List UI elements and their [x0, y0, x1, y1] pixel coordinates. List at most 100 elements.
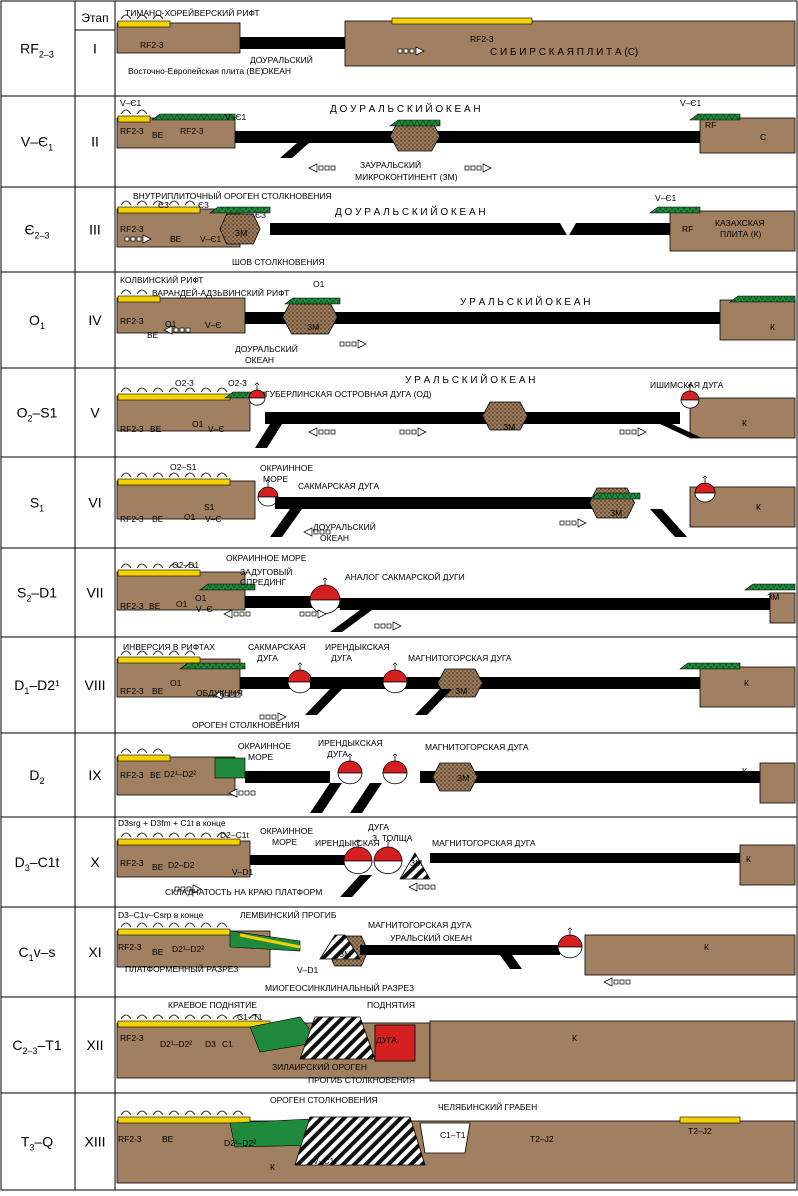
- section-label: O1: [195, 593, 207, 603]
- section-label: КОЛВИНСКИЙ РИФТ: [120, 274, 204, 285]
- age-label: O1: [29, 312, 45, 331]
- section-label: ДУГА: [257, 653, 278, 663]
- section-panel: КРАЕВОЕ ПОДНЯТИЕC1–T1ПОДНЯТИЯRF2-3D2¹–D2…: [117, 1000, 795, 1085]
- rift-arc: [217, 1111, 227, 1115]
- oceanic-crust: [270, 223, 670, 235]
- motion-arrow-tail: [319, 166, 323, 170]
- motion-arrow-head: [309, 428, 317, 436]
- arc-root: [288, 682, 312, 693]
- arc-root: [383, 773, 407, 784]
- rift-arc: [137, 290, 147, 294]
- section-label: ОКРАИННОЕ: [260, 463, 313, 473]
- section-label: ЗМ: [339, 949, 351, 959]
- stage-number: VII: [86, 585, 103, 601]
- section-panel: D3srg + D3fm + C1t в концеD2–C1tОКРАИННО…: [117, 818, 795, 897]
- sediment-layer: [118, 479, 230, 485]
- section-label: V–Є1: [655, 193, 677, 203]
- rift-arc: [201, 473, 211, 477]
- section-label: ДОУРАЛЬСКИЙ: [235, 343, 298, 354]
- rift-arc: [153, 564, 163, 568]
- section-label: Д О У Р А Л Ь С К И Й О К Е А Н: [335, 205, 486, 218]
- section-label: V–D1: [232, 867, 254, 877]
- section-label: ЗМ: [235, 228, 247, 238]
- section-label: ВАРАНДЕЙ-АДЗЬВИНСКИЙ РИФТ: [152, 287, 289, 298]
- section-label: RF2-3: [120, 686, 144, 696]
- oceanic-crust: [360, 945, 560, 955]
- section-panel: ОРОГЕН СТОЛКНОВЕНИЯЧЕЛЯБИНСКИЙ ГРАБЕНT2–…: [117, 1095, 795, 1183]
- oceanic-crust: [310, 677, 455, 689]
- section-panel: O2–D1ОКРАИННОЕ МОРЕЗАДУГОВЫЙСПРЕДИНГАНАЛ…: [117, 553, 795, 632]
- rift-arc: [169, 473, 179, 477]
- section-label: ЗМ: [503, 422, 515, 432]
- age-label: RF2–3: [20, 41, 54, 60]
- section-label: V–Є: [205, 514, 222, 524]
- motion-arrow-tail: [260, 715, 264, 719]
- motion-arrow-tail: [431, 885, 435, 889]
- oceanic-crust: [245, 771, 330, 783]
- section-panel: ТИМАНО-ХОРЕЙВЕРСКИЙ РИФТRF2-3Восточно-Ев…: [117, 7, 795, 76]
- section-label: МОРЕ: [248, 752, 273, 762]
- section-label: ДУГА: [368, 822, 389, 832]
- cross-sections: ТИМАНО-ХОРЕЙВЕРСКИЙ РИФТRF2-3Восточно-Ев…: [117, 7, 795, 1183]
- rift-arc: [185, 923, 195, 927]
- continental-crust: [430, 1021, 795, 1081]
- section-label: O2–S1: [170, 462, 197, 472]
- section-label: ПЛИТА (К): [720, 229, 762, 239]
- arc-root: [383, 682, 407, 693]
- motion-arrow-tail: [387, 624, 391, 628]
- subducting-slab: [310, 783, 342, 813]
- section-label: МОРЕ: [272, 837, 297, 847]
- section-label: МАГНИТОГОРСКАЯ ДУГА: [368, 920, 472, 930]
- section-label: ДОУРАЛЬСКИЙ: [313, 521, 376, 532]
- oceanic-crust: [430, 853, 740, 863]
- rift-arc: [153, 1015, 163, 1019]
- motion-arrow-head: [309, 164, 317, 172]
- age-label: D1–D2¹: [14, 677, 60, 696]
- motion-arrow-tail: [131, 237, 135, 241]
- rift-arc: [185, 473, 195, 477]
- section-label: S1: [204, 502, 215, 512]
- section-label: V–Є1: [225, 112, 247, 122]
- rift-arc: [121, 833, 131, 837]
- stage-number: XII: [86, 1037, 103, 1053]
- motion-arrow-tail: [240, 612, 244, 616]
- rift-arc: [137, 923, 147, 927]
- section-label: D2¹–D2²: [160, 1039, 192, 1049]
- section-label: V–Є: [205, 320, 222, 330]
- continental-crust: [585, 935, 795, 975]
- section-label: ТИМАНО-ХОРЕЙВЕРСКИЙ РИФТ: [125, 7, 260, 18]
- section-label: D2¹–D2²: [224, 1138, 256, 1148]
- volcanic-arc: [338, 761, 362, 773]
- section-label: ПОДНЯТИЯ: [367, 1000, 415, 1010]
- sediment-layer: [118, 21, 170, 27]
- section-label: К: [742, 418, 747, 428]
- section-label: ПЛАТФОРМЕННЫЙ РАЗРЕЗ: [125, 963, 238, 974]
- section-label: V–D1: [297, 965, 319, 975]
- continental-crust: [720, 300, 795, 340]
- section-label: RF: [682, 224, 693, 234]
- sediment-layer: [118, 570, 200, 576]
- marginal-sea-fill: [215, 758, 245, 778]
- volcanic-arc: [383, 761, 407, 773]
- rift-arc: [137, 833, 147, 837]
- rift-arc: [201, 388, 211, 392]
- motion-arrow-tail: [325, 166, 329, 170]
- subducting-slab: [330, 610, 372, 632]
- section-label: С: [760, 132, 766, 142]
- motion-arrow-tail: [626, 980, 630, 984]
- motion-arrow-tail: [425, 885, 429, 889]
- volcanic-arc: [249, 390, 265, 398]
- rift-arc: [217, 473, 227, 477]
- arc-root: [338, 773, 362, 784]
- section-label: D2–D2: [168, 860, 195, 870]
- section-label: К: [270, 1162, 275, 1172]
- volcano-symbol: [703, 476, 707, 483]
- section-label: ОРОГЕН СТОЛКНОВЕНИЯ: [270, 1095, 378, 1105]
- section-label: У Р А Л Ь С К И Й О К Е А Н: [460, 295, 591, 308]
- section-label: Є3: [198, 200, 209, 210]
- sediment-layer: [680, 1117, 740, 1123]
- shelf-sediments: [390, 120, 440, 126]
- section-panel: O2-3O2-3ГУБЕРЛИНСКАЯ ОСТРОВНАЯ ДУГА (ОД)…: [117, 373, 795, 448]
